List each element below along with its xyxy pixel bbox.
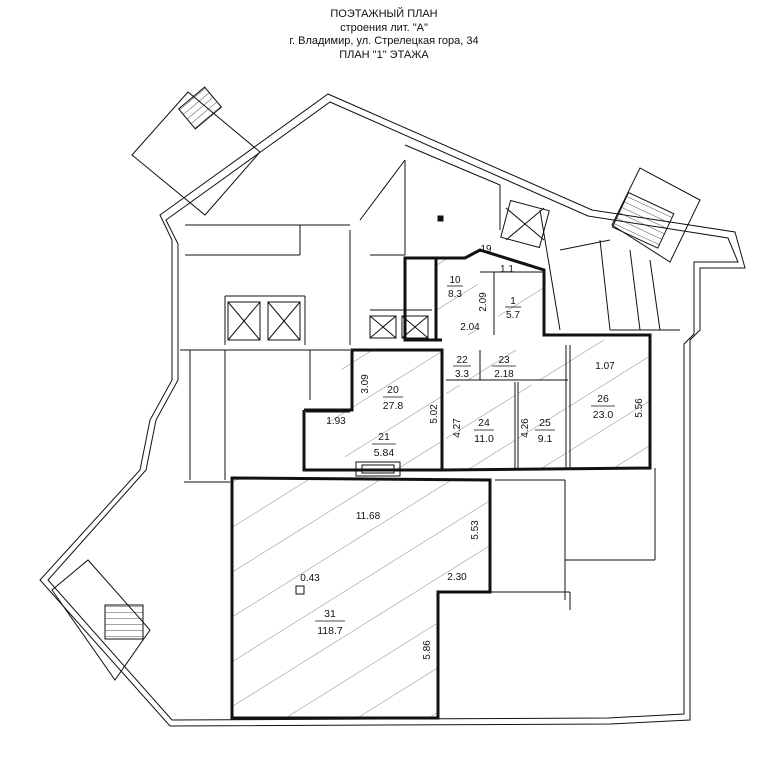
address-label: г. Владимир, ул. Стрелецкая гора, 34 (289, 35, 479, 47)
room-1-1: 1.1 (500, 264, 514, 275)
room-24: 24 11.0 (474, 417, 494, 445)
svg-text:3.3: 3.3 (455, 369, 469, 380)
dim-2-09: 2.09 (478, 292, 489, 312)
lift-shafts (227, 199, 550, 595)
dim-3-09: 3.09 (360, 374, 371, 394)
dim-1-93: 1.93 (326, 416, 346, 427)
dim-2-30: 2.30 (447, 572, 467, 583)
svg-text:8.3: 8.3 (448, 289, 462, 300)
svg-text:10: 10 (449, 275, 461, 286)
room-10: 10 8.3 (447, 275, 463, 300)
dim-5-56: 5.56 (634, 398, 645, 418)
svg-text:25: 25 (539, 417, 551, 429)
hatched-areas (232, 258, 650, 718)
floor-label: ПЛАН "1" ЭТАЖА (339, 48, 429, 61)
premises-outline (230, 248, 652, 720)
dim-1-07: 1.07 (595, 361, 615, 372)
svg-text:5.84: 5.84 (374, 447, 395, 459)
svg-text:21: 21 (378, 431, 390, 443)
dim-4-27: 4.27 (452, 418, 463, 438)
svg-text:20: 20 (387, 384, 399, 396)
dim-0-43: 0.43 (300, 573, 320, 584)
premises-partitions (306, 271, 571, 470)
plan-header: ПОЭТАЖНЫЙ ПЛАН строения лит. "А" г. Влад… (0, 8, 768, 62)
building-label: строения лит. "А" (340, 21, 428, 34)
svg-text:2.18: 2.18 (494, 369, 514, 380)
svg-text:24: 24 (478, 417, 490, 429)
room-1: 1 5.7 (505, 296, 521, 321)
building-outline (39, 86, 746, 727)
dim-11-68: 11.68 (356, 511, 381, 522)
svg-text:9.1: 9.1 (538, 433, 553, 445)
svg-text:118.7: 118.7 (317, 625, 343, 637)
room-26: 26 23.0 (591, 393, 615, 421)
room-23: 23 2.18 (492, 355, 516, 380)
room-25: 25 9.1 (535, 417, 555, 445)
dimension-labels: 2.09 2.04 3.09 1.93 5.02 4.27 4.26 1.07 … (300, 292, 645, 660)
room-22: 22 3.3 (453, 355, 471, 380)
svg-text:23.0: 23.0 (593, 409, 614, 421)
svg-text:26: 26 (597, 393, 609, 405)
svg-text:5.7: 5.7 (506, 310, 520, 321)
dim-2-04: 2.04 (460, 322, 480, 333)
svg-text:27.8: 27.8 (383, 400, 404, 412)
svg-text:22: 22 (456, 355, 468, 366)
svg-text:31: 31 (324, 608, 336, 620)
room-labels: 10 8.3 1 5.7 19 1.1 20 27.8 21 5.84 22 3… (315, 244, 615, 637)
dim-5-53: 5.53 (470, 520, 481, 540)
dim-5-02: 5.02 (429, 404, 440, 424)
svg-text:23: 23 (498, 355, 510, 366)
dim-4-26: 4.26 (520, 418, 531, 438)
svg-text:1: 1 (510, 296, 516, 307)
dim-5-86: 5.86 (422, 640, 433, 660)
room-21: 21 5.84 (372, 431, 396, 459)
room-19: 19 (480, 244, 492, 255)
svg-text:11.0: 11.0 (474, 433, 494, 445)
plan-title: ПОЭТАЖНЫЙ ПЛАН (330, 8, 438, 20)
room-31: 31 118.7 (315, 608, 345, 637)
room-20: 20 27.8 (383, 384, 404, 412)
